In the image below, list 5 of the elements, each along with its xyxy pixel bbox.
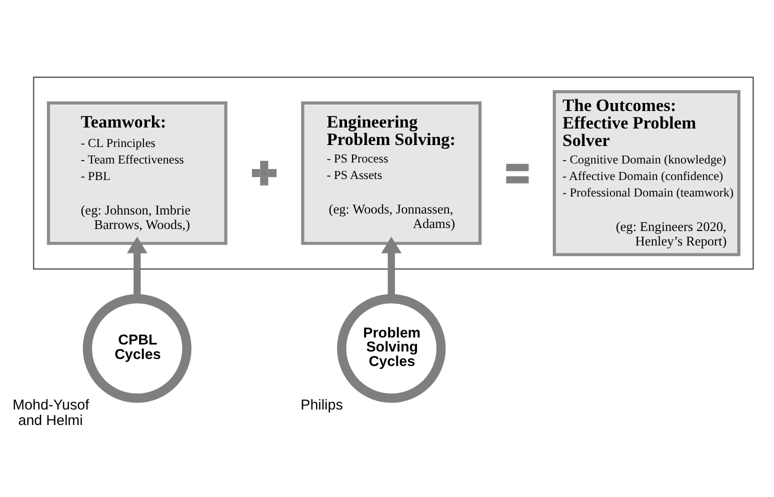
node-box: Teamwork: - CL Principles - Team Effectiveness - PBL (eg: Johnson, Imbrie Barrows, Woods,) [46,100,228,244]
cluster [32,76,754,270]
node-box: The Outcomes: Effective Problem Solver - Cognitive Domain (knowledge) - Affective Domain (confidence) - Professional Domain (teamwork) (eg: Engineers 2020, Henley’s Report) [552,90,740,256]
node-circle: Problem Solving Cycles [337,294,446,402]
node-box: Engineering Problem Solving: - PS Process - PS Assets (eg: Woods, Jonnassen, Adams) [301,100,482,244]
